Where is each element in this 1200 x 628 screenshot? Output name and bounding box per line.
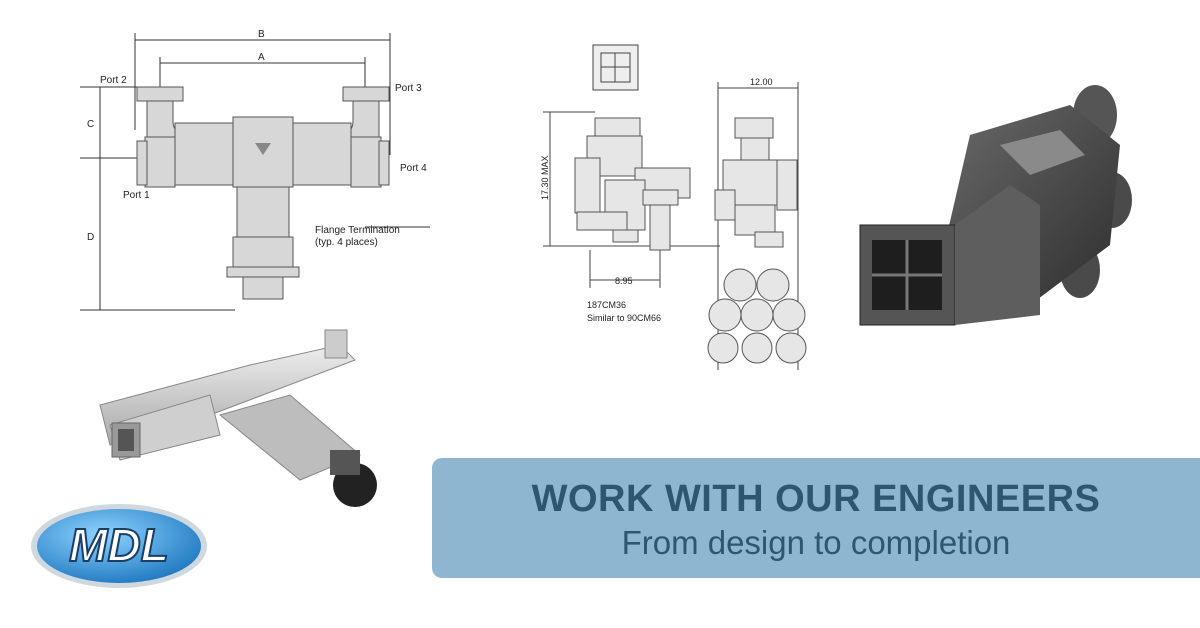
- flange-note-line1: Flange Termination: [315, 225, 400, 236]
- dimension-a-label: A: [258, 52, 265, 63]
- banner-title: WORK WITH OUR ENGINEERS: [531, 478, 1101, 520]
- model-label: 187CM36: [587, 300, 626, 310]
- base-dimension-label: 8.95: [615, 276, 633, 286]
- port-2-label: Port 2: [100, 75, 127, 86]
- logo-text: MDL: [69, 519, 169, 571]
- port-3-label: Port 3: [395, 83, 422, 94]
- banner-subtitle: From design to completion: [621, 524, 1011, 561]
- dimension-b-label: B: [258, 29, 265, 40]
- mdl-logo: MDL: [31, 504, 207, 588]
- port-1-label: Port 1: [123, 190, 150, 201]
- assembly-drawing: 12.00 8.95 187CM36 Similar to 90CM66 17.…: [540, 44, 807, 370]
- assembly-photo: [859, 85, 1132, 326]
- dimension-c-label: C: [87, 119, 94, 130]
- height-dimension-label: 17.30 MAX: [540, 155, 550, 200]
- engineers-banner: WORK WITH OUR ENGINEERS From design to c…: [432, 458, 1200, 578]
- dimension-d-label: D: [87, 232, 94, 243]
- hybrid-tee-photo: [99, 329, 377, 507]
- similar-model-label: Similar to 90CM66: [587, 313, 661, 323]
- width-dimension-label: 12.00: [750, 77, 773, 87]
- flange-note-line2: (typ. 4 places): [315, 237, 378, 248]
- port-4-label: Port 4: [400, 163, 427, 174]
- hybrid-tee-drawing: B A C D Port 2 Port 3 Port 1 Port 4 Flan…: [80, 29, 430, 311]
